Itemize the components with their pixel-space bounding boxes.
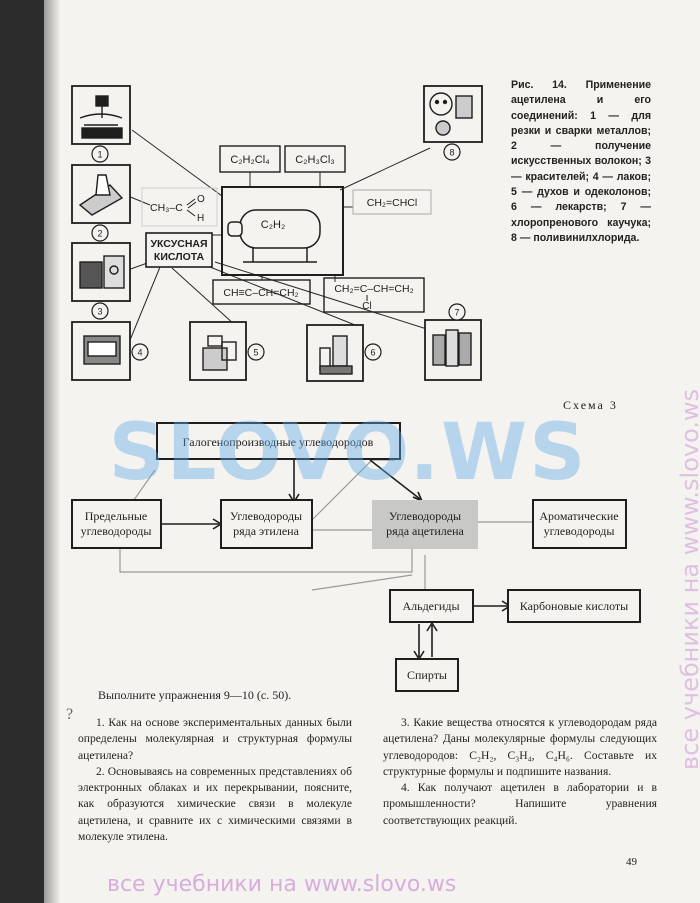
scheme-box-carboxylic [507, 589, 641, 623]
scheme-box-aromatic [532, 499, 627, 549]
formula-box-c2h3cl3 [284, 145, 346, 173]
formula-vinylacetylene: CH≡C–CH=CH₂ [223, 287, 298, 299]
figure-number-5: 5 [253, 348, 258, 358]
page-number: 49 [626, 856, 637, 868]
perfume-bottle-icon [202, 335, 237, 371]
scheme-acetylene-line2: ряда ацетилена [386, 524, 464, 538]
acetylene-box [221, 186, 344, 276]
acetic-acid-line1: УКСУСНАЯ [150, 238, 207, 250]
scheme-box-saturated [71, 499, 162, 549]
scheme-box-acetylene [372, 500, 478, 549]
scheme-ethylene-line1: Углеводороды [230, 509, 302, 523]
scheme-aromatic-line2: углеводороды [544, 524, 615, 538]
scheme-box-ethylene [220, 499, 313, 549]
formula-box-vinyl-chloride [352, 189, 432, 215]
scheme-saturated-line1: Предельные [85, 509, 148, 523]
figure-number-7: 7 [454, 308, 459, 318]
scheme-box-aldehydes [389, 589, 474, 623]
question-3: 3. Какие вещества относятся к углеводоро… [383, 716, 657, 778]
medicine-bottles-icon [319, 335, 353, 375]
dye-cans-icon [79, 255, 125, 289]
formula-chloroprene: CH₂=C–CH=CH₂ [334, 283, 413, 295]
figure-number-1: 1 [97, 150, 102, 160]
formula-c2h2cl4: C₂H₂Cl₄ [230, 154, 270, 166]
question-2: 2. Основываясь на современных представле… [78, 764, 352, 844]
question-4: 4. Как получают ацетилен в лаборатории и… [383, 781, 657, 827]
application-box-8 [423, 85, 483, 143]
scheme-aromatic-line1: Ароматические [539, 509, 618, 523]
fabric-roll-icon [78, 174, 124, 216]
formula-acetaldehyde-h: H [197, 213, 204, 224]
acetic-acid-line2: КИСЛОТА [154, 251, 205, 263]
formula-acetaldehyde-o: O [197, 194, 205, 205]
toy-doll-icon [429, 92, 473, 136]
scheme-halogen-label: Галогенопроизводные углеводородов [183, 435, 374, 449]
formula-box-vinylacetylene [212, 279, 311, 305]
binding-gradient [44, 0, 60, 903]
formula-acetaldehyde: CH₃–C [150, 202, 183, 214]
figure-number-3: 3 [97, 307, 102, 317]
figure-connector-lines [127, 129, 431, 346]
watermark-main: SLOVO.WS [108, 408, 588, 498]
figure-number-6: 6 [370, 348, 375, 358]
scheme-alcohols-label: Спирты [407, 668, 447, 682]
questions-left-column: 1. Как на основе экспериментальных данны… [78, 715, 352, 845]
formula-box-c2h2cl4 [219, 145, 281, 173]
scheme-ethylene-line2: ряда этилена [233, 524, 300, 538]
questions-right-column: 3. Какие вещества относятся к углеводоро… [383, 715, 657, 829]
watermark-side: все учебники на www.slovo.ws [676, 388, 700, 770]
lacquer-can-icon [83, 335, 121, 365]
scheme-aldehydes-label: Альдегиды [402, 599, 459, 613]
formula-chloroprene-cl: Cl [362, 301, 371, 312]
binding-shadow [0, 0, 44, 903]
pencil-question-mark: ? [66, 706, 74, 723]
figure-number-2: 2 [97, 229, 102, 239]
center-formula: C₂H₂ [261, 219, 285, 231]
figure-number-4: 4 [137, 348, 142, 358]
figure-caption: Рис. 14. Применение ацетилена и его соед… [511, 79, 651, 244]
rubber-rolls-icon [432, 329, 472, 367]
scheme-box-alcohols [395, 658, 459, 692]
scheme-acetylene-line1: Углеводороды [389, 509, 461, 523]
scheme-label: Схема 3 [563, 398, 618, 412]
scheme-saturated-line2: углеводороды [81, 524, 152, 538]
formula-c2h3cl3: C₂H₃Cl₃ [295, 154, 335, 166]
formula-vinyl-chloride: CH₂=CHCl [367, 197, 417, 209]
figure-number-8: 8 [449, 148, 454, 158]
watermark-bottom: все учебники на www.slovo.ws [107, 872, 457, 897]
acetic-acid-box [145, 232, 213, 268]
question-1: 1. Как на основе экспериментальных данны… [78, 716, 352, 762]
scheme-carboxylic-label: Карбоновые кислоты [520, 599, 628, 613]
welding-torch-icon [79, 95, 123, 139]
exercise-intro: Выполните упражнения 9—10 (с. 50). [98, 688, 292, 702]
formula-box-chloroprene [323, 277, 425, 313]
formula-box-acetaldehyde [141, 187, 218, 227]
scheme-box-halogen [156, 422, 401, 460]
gas-cylinder-icon [227, 209, 321, 263]
